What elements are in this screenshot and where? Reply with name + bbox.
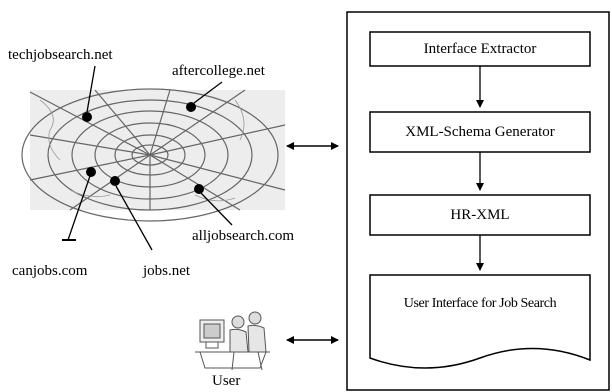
hr-xml-box: [369, 194, 591, 236]
site-label-aftercollege: aftercollege.net: [172, 63, 265, 79]
site-label-techjobsearch: techjobsearch.net: [8, 47, 113, 63]
system-panel: [346, 11, 610, 391]
site-label-canjobs: canjobs.com: [12, 263, 88, 279]
hr-xml-label: HR-XML: [450, 207, 510, 223]
jobsnet-connector: [115, 185, 153, 251]
aftercollege-connector: [193, 81, 223, 104]
site-label-alljobsearch: alljobsearch.com: [192, 228, 295, 244]
xml-schema-generator-box: [369, 111, 591, 153]
site-label-jobsnet: jobs.net: [143, 263, 191, 279]
techjobsearch-connector: [86, 65, 96, 113]
xml-schema-generator-label: XML-Schema Generator: [405, 124, 555, 140]
interface-extractor-box: [369, 31, 591, 67]
user-at-computer-icon: [195, 311, 270, 371]
alljobsearch-connector: [200, 192, 233, 226]
spider-web-icon: [21, 88, 286, 222]
user-interface-label: User Interface for Job Search: [403, 296, 557, 311]
canjobs-connector: [67, 175, 91, 241]
user-interface-document: [369, 274, 591, 369]
user-label: User: [212, 373, 241, 389]
interface-extractor-label: Interface Extractor: [423, 41, 537, 57]
